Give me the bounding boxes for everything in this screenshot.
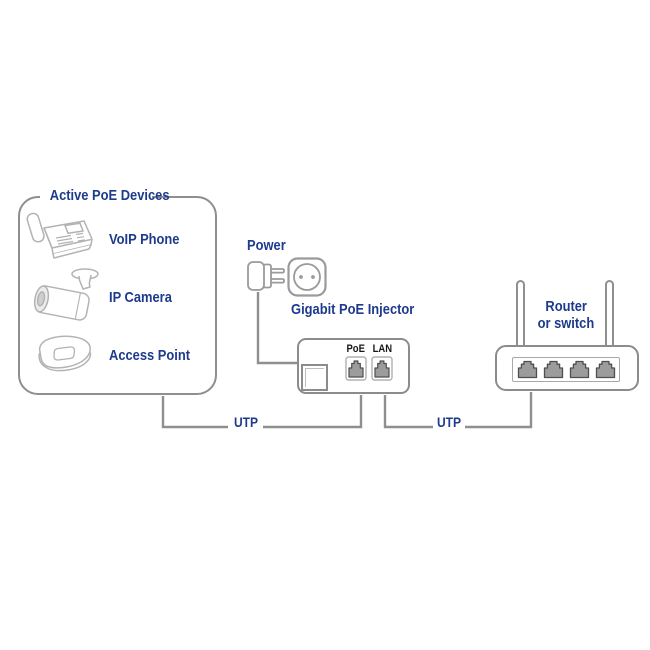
poe-port-icon <box>345 356 367 381</box>
router-port-2-icon <box>543 360 564 379</box>
device-label-ip-camera: IP Camera <box>109 289 172 306</box>
router-antenna-left <box>516 280 525 352</box>
ip-camera-icon <box>33 268 99 321</box>
router-label: Router or switch <box>537 298 595 332</box>
lan-port-icon <box>371 356 393 381</box>
router-port-3-icon <box>569 360 590 379</box>
router-box <box>495 345 639 391</box>
access-point-icon <box>38 335 92 372</box>
power-label: Power <box>247 237 286 254</box>
device-label-voip-phone: VoIP Phone <box>109 231 180 248</box>
injector-power-jack <box>301 364 328 391</box>
devices-box-title: Active PoE Devices <box>40 188 170 205</box>
utp2-line-left <box>383 395 433 429</box>
utp-label-2: UTP <box>436 414 462 430</box>
voip-phone-icon <box>26 212 93 259</box>
lan-port-label: LAN <box>372 343 392 355</box>
utp-label-1: UTP <box>233 414 259 430</box>
utp1-line-right <box>263 395 363 429</box>
utp1-line-left <box>161 396 228 429</box>
router-port-strip <box>512 357 620 382</box>
router-antenna-right <box>605 280 614 352</box>
router-port-4-icon <box>595 360 616 379</box>
device-label-access-point: Access Point <box>109 347 191 364</box>
injector-power-jack-inner <box>305 368 324 387</box>
poe-port-label: PoE <box>346 343 366 355</box>
utp2-line-right <box>465 392 533 429</box>
router-port-1-icon <box>517 360 538 379</box>
injector-label: Gigabit PoE Injector <box>291 301 415 318</box>
power-socket-icon <box>287 257 327 297</box>
power-plug-icon <box>247 261 285 291</box>
